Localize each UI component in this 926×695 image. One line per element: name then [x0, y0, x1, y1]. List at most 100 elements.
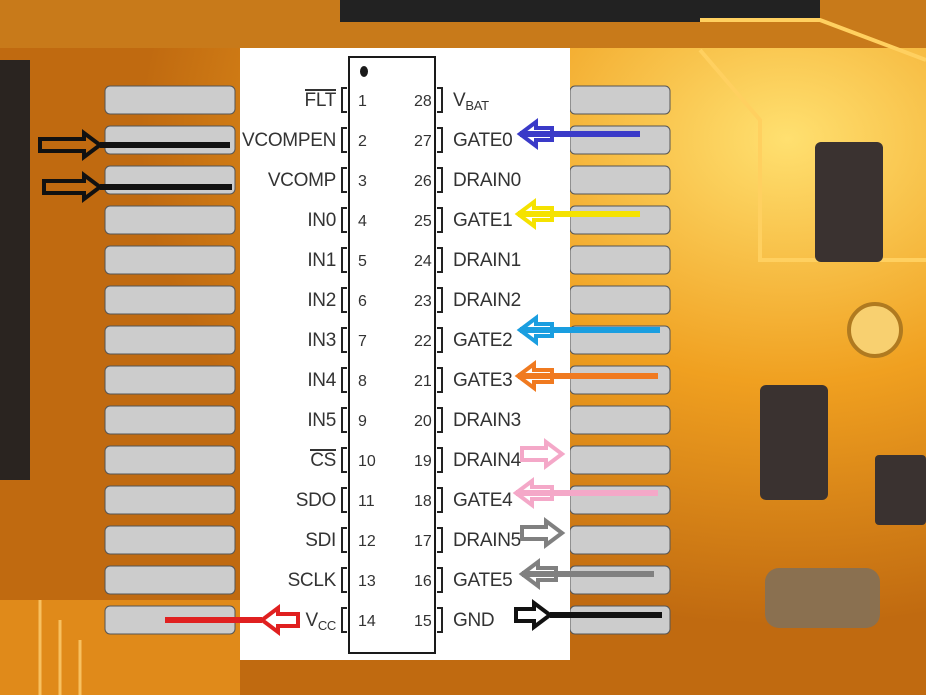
left-pin-pads	[104, 85, 236, 635]
pin-number-17: 17	[414, 533, 432, 550]
pin-label-9: IN5	[307, 410, 336, 431]
vcc-arrow	[165, 604, 300, 636]
pin-label-19: DRAIN4	[453, 450, 521, 471]
pin-lead-17	[437, 527, 443, 553]
pin-label-16: GATE5	[453, 570, 513, 591]
pin-label-14: VCC	[305, 610, 336, 633]
pin-lead-25	[437, 207, 443, 233]
pin-number-14: 14	[358, 613, 376, 630]
pin-number-26: 26	[414, 173, 432, 190]
pin-number-6: 6	[358, 293, 367, 310]
pin-label-8: IN4	[307, 370, 336, 391]
gate0-arrow	[516, 118, 640, 150]
pin-number-2: 2	[358, 133, 367, 150]
vcompen-arrow	[38, 129, 230, 161]
ic-package-outline	[348, 56, 436, 654]
pin-label-27: GATE0	[453, 130, 513, 151]
drain4-arrow	[520, 438, 566, 470]
pin-label-20: DRAIN3	[453, 410, 521, 431]
pin-lead-24	[437, 247, 443, 273]
pin-number-16: 16	[414, 573, 432, 590]
pin-number-25: 25	[414, 213, 432, 230]
gate1-arrow	[514, 198, 640, 230]
pin-lead-8	[341, 367, 347, 393]
pin-lead-16	[437, 567, 443, 593]
pin1-marker	[360, 66, 368, 77]
pin-lead-20	[437, 407, 443, 433]
pin-label-13: SCLK	[287, 570, 337, 591]
pin-lead-23	[437, 287, 443, 313]
pin-lead-4	[341, 207, 347, 233]
pin-label-25: GATE1	[453, 210, 513, 231]
pin-number-4: 4	[358, 213, 367, 230]
pin-label-26: DRAIN0	[453, 170, 521, 191]
pin-lead-22	[437, 327, 443, 353]
pin-number-15: 15	[414, 613, 432, 630]
pin-number-3: 3	[358, 173, 367, 190]
gnd-arrow	[514, 599, 662, 631]
pin-lead-7	[341, 327, 347, 353]
pin-lead-28	[437, 87, 443, 113]
pin-lead-11	[341, 487, 347, 513]
pin-number-7: 7	[358, 333, 367, 350]
pin-label-23: DRAIN2	[453, 290, 521, 311]
pin-number-24: 24	[414, 253, 432, 270]
pin-lead-12	[341, 527, 347, 553]
pin-label-21: GATE3	[453, 370, 513, 391]
pin-number-21: 21	[414, 373, 432, 390]
pin-number-5: 5	[358, 253, 367, 270]
pin-lead-6	[341, 287, 347, 313]
pin-number-12: 12	[358, 533, 376, 550]
pin-number-9: 9	[358, 413, 367, 430]
pin-number-13: 13	[358, 573, 376, 590]
pin-lead-5	[341, 247, 347, 273]
pin-number-23: 23	[414, 293, 432, 310]
pin-lead-19	[437, 447, 443, 473]
pin-label-5: IN1	[307, 250, 336, 271]
pin-label-28: VBAT	[453, 90, 489, 113]
pin-number-22: 22	[414, 333, 432, 350]
pin-lead-14	[341, 607, 347, 633]
pin-label-15: GND	[453, 610, 495, 631]
gate5-arrow	[518, 558, 654, 590]
gate2-arrow	[516, 314, 660, 346]
pin-label-2: VCOMPEN	[242, 130, 336, 151]
pin-lead-26	[437, 167, 443, 193]
pin-lead-27	[437, 127, 443, 153]
drain5-arrow	[520, 517, 566, 549]
pin-lead-21	[437, 367, 443, 393]
pin-lead-18	[437, 487, 443, 513]
board-edge-dark	[0, 60, 30, 480]
pin-label-22: GATE2	[453, 330, 513, 351]
pin-number-28: 28	[414, 93, 432, 110]
pin-lead-3	[341, 167, 347, 193]
pin-number-27: 27	[414, 133, 432, 150]
pin-number-1: 1	[358, 93, 367, 110]
smd-component	[875, 455, 926, 525]
pin-lead-10	[341, 447, 347, 473]
pin-label-4: IN0	[307, 210, 336, 231]
pin-label-11: SDO	[295, 490, 337, 511]
pin-lead-2	[341, 127, 347, 153]
pin-label-12: SDI	[305, 530, 336, 551]
gate4-arrow	[512, 477, 658, 509]
pin-lead-9	[341, 407, 347, 433]
pin-label-17: DRAIN5	[453, 530, 521, 551]
pin-label-7: IN3	[307, 330, 336, 351]
pin-label-18: GATE4	[453, 490, 513, 511]
pin-number-18: 18	[414, 493, 432, 510]
pin-number-20: 20	[414, 413, 432, 430]
pin-lead-15	[437, 607, 443, 633]
gate3-arrow	[514, 360, 658, 392]
pin-number-10: 10	[358, 453, 376, 470]
pin-number-8: 8	[358, 373, 367, 390]
smd-component	[765, 568, 880, 628]
pin-label-10: CS	[310, 449, 336, 471]
pin-label-1: FLT	[304, 89, 336, 111]
pin-label-24: DRAIN1	[453, 250, 521, 271]
smd-component	[760, 385, 828, 500]
pin-number-19: 19	[414, 453, 432, 470]
vcomp-arrow	[42, 171, 232, 203]
pin-lead-1	[341, 87, 347, 113]
